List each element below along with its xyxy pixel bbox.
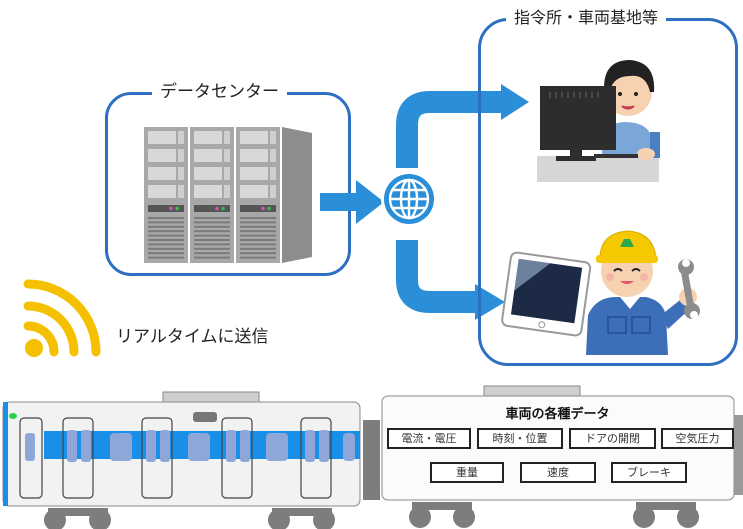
wireless-signal-icon: [14, 268, 109, 363]
data-item-weight: 重量: [430, 462, 504, 483]
data-item-speed: 速度: [520, 462, 596, 483]
data-center-title: データセンター: [152, 82, 287, 102]
data-item-door-open-close: ドアの開閉: [569, 428, 656, 449]
destinations-title: 指令所・車両基地等: [506, 8, 667, 28]
computer-operator-icon: [532, 48, 662, 182]
data-item-time-position: 時刻・位置: [477, 428, 563, 449]
data-item-air-pressure: 空気圧力: [661, 428, 734, 449]
data-item-brake: ブレーキ: [611, 462, 687, 483]
data-item-current-voltage: 電流・電圧: [387, 428, 471, 449]
train-car-left: [0, 385, 380, 529]
arrow-to-network: [320, 180, 384, 224]
server-rack-icon: [142, 125, 314, 265]
maintenance-worker-icon: [496, 205, 711, 355]
vehicle-data-heading: 車両の各種データ: [505, 407, 610, 422]
transmission-label: リアルタイムに送信: [116, 327, 269, 347]
globe-icon: [380, 170, 438, 228]
branch-arrows: [385, 80, 535, 320]
